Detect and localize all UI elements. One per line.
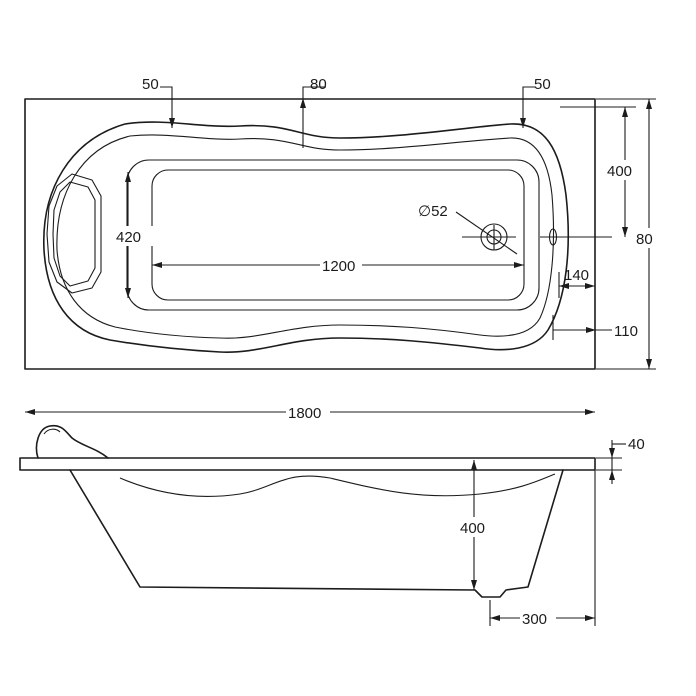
dim-overall-length: 1800: [288, 405, 321, 422]
dim-foot-offset: 300: [522, 611, 547, 628]
dim-tub-depth: 400: [460, 520, 485, 537]
top-view-headrest: [46, 173, 102, 294]
dim-rim-center-width: 80: [310, 76, 327, 93]
side-view-rim: [19, 457, 596, 471]
dim-rim-offset-right: 50: [534, 76, 551, 93]
top-view-headrest-inner: [52, 181, 96, 287]
top-view-dimensions: 50 80 50 400 80 420 1200: [114, 76, 660, 370]
side-view-headrest: [35, 424, 109, 459]
side-view: 1800 40 400 300: [19, 402, 645, 628]
dim-basin-length: 1200: [322, 258, 355, 275]
dim-overflow-offset: 140: [564, 267, 589, 284]
side-view-wave-contour: [119, 473, 556, 497]
top-view-tub-body-outline: [43, 121, 570, 353]
dim-overall-width: 80: [636, 231, 653, 248]
dim-basin-width: 420: [116, 229, 141, 246]
dim-rim-offset-left: 50: [142, 76, 159, 93]
top-view-rim-outline: [24, 98, 596, 370]
top-view-inner-rim-contour: [56, 134, 555, 339]
top-view-basin-outer: [126, 159, 540, 311]
side-view-tub-body: [69, 469, 564, 598]
dim-basin-depth-to-drain: 400: [607, 163, 632, 180]
side-view-headrest-detail: [43, 428, 61, 435]
dim-rim-thickness: 40: [628, 436, 645, 453]
dim-drain-diameter: ∅52: [418, 203, 448, 220]
dim-rim-margin: 110: [614, 323, 638, 340]
top-view: [24, 98, 596, 370]
top-view-basin-floor: [151, 169, 525, 301]
